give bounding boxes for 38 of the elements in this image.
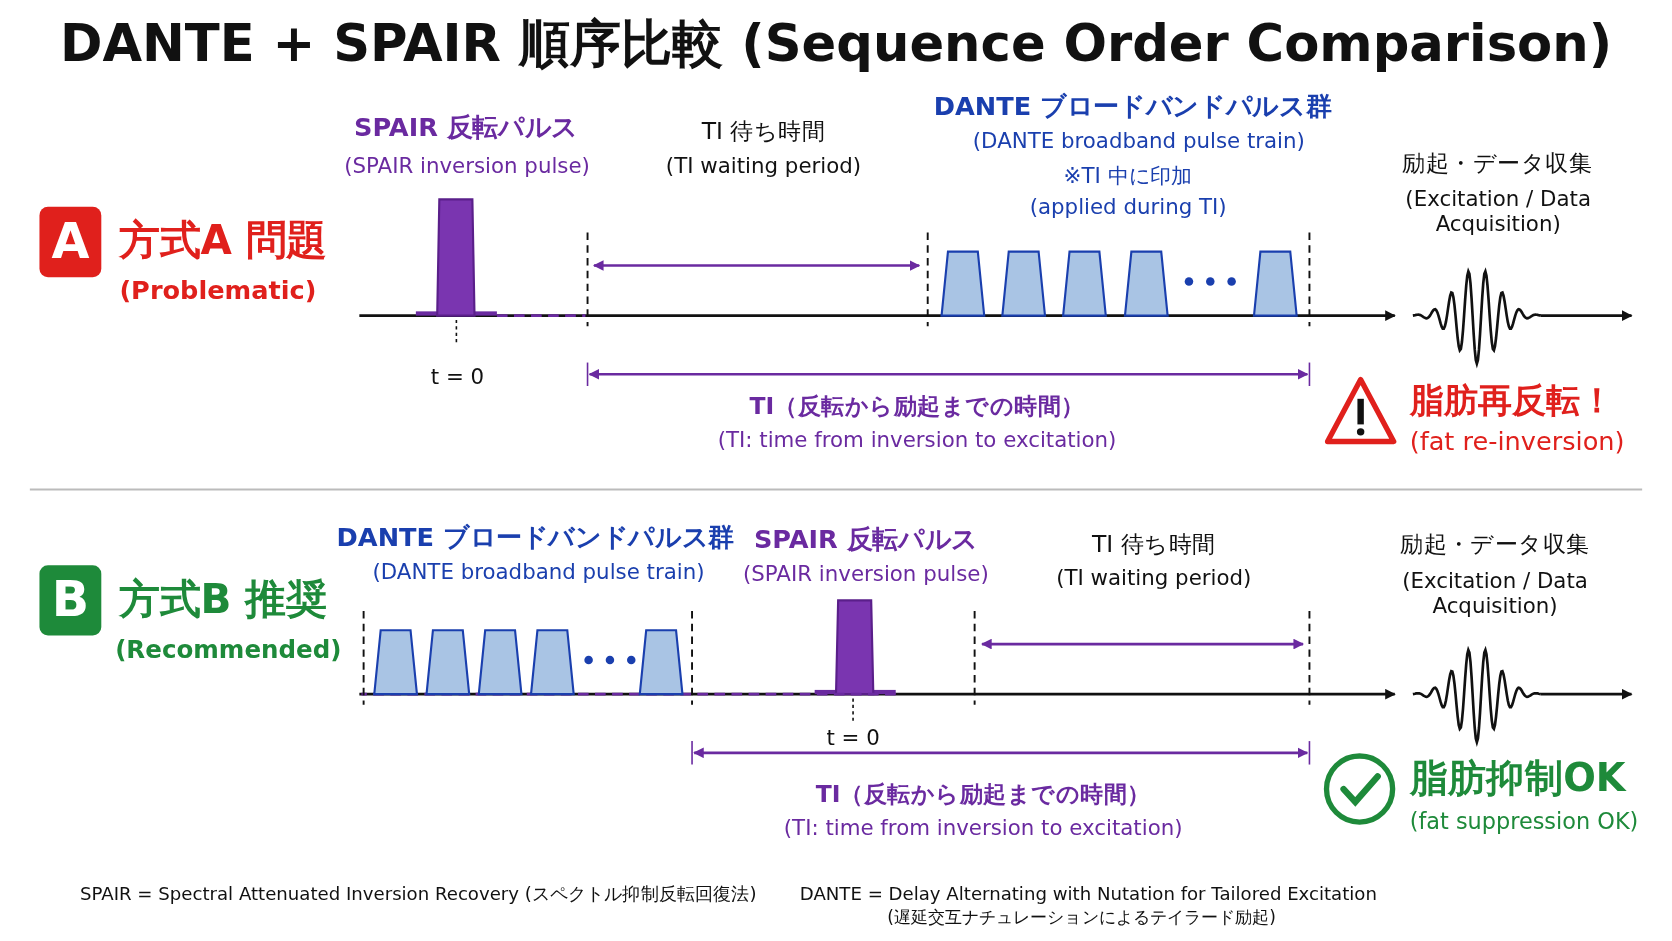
annotation-text: (Excitation / Data Acquisition) bbox=[1401, 567, 1589, 619]
annotation-text: (TI waiting period) bbox=[1056, 565, 1252, 591]
annotation-text: (TI: time from inversion to excitation) bbox=[717, 426, 1117, 453]
time-label: t = 0 bbox=[430, 363, 485, 390]
title: DANTE + SPAIR 順序比較 (Sequence Order Comparison) bbox=[59, 12, 1613, 75]
method-heading: 方式B 推奨 bbox=[119, 575, 327, 625]
annotation-text: (TI waiting period) bbox=[665, 152, 862, 179]
annotation-text: TI（反転から励起までの時間） bbox=[815, 780, 1151, 809]
time-label: t = 0 bbox=[826, 725, 880, 751]
result-text: 脂肪再反転！ bbox=[1409, 379, 1615, 421]
annotation-text: (fat re-inversion) bbox=[1409, 426, 1625, 458]
footnote: SPAIR = Spectral Attenuated Inversion Recovery (スペクトル抑制反転回復法) bbox=[79, 882, 757, 905]
letter-badge: B bbox=[39, 565, 102, 636]
annotation-text: (Recommended) bbox=[115, 635, 342, 665]
annotation-text: (applied during TI) bbox=[1029, 194, 1227, 220]
annotation-text: TI 待ち時間 bbox=[1091, 531, 1216, 560]
annotation-text: DANTE ブロードバンドパルス群 bbox=[933, 91, 1332, 123]
annotation-text: (SPAIR inversion pulse) bbox=[743, 560, 989, 587]
annotation-text: 励起・データ収集 bbox=[1402, 149, 1593, 178]
annotation-text: (DANTE broadband pulse train) bbox=[972, 127, 1305, 154]
annotation-text: TI 待ち時間 bbox=[701, 117, 826, 146]
annotation-text: 励起・データ収集 bbox=[1400, 531, 1590, 560]
annotation-text: TI（反転から励起までの時間） bbox=[749, 392, 1085, 421]
annotation-text: (fat suppression OK) bbox=[1409, 808, 1639, 836]
result-text: 脂肪抑制OK bbox=[1409, 755, 1626, 801]
annotation-text: (Problematic) bbox=[119, 275, 317, 306]
annotation-text: (TI: time from inversion to excitation) bbox=[783, 814, 1183, 841]
letter-badge: A bbox=[39, 206, 102, 278]
footnote: DANTE = Delay Alternating with Nutation for Tailored Excitation bbox=[799, 882, 1377, 905]
annotation-text: (Excitation / Data Acquisition) bbox=[1404, 185, 1592, 237]
annotation-text: (SPAIR inversion pulse) bbox=[344, 152, 590, 179]
annotation-text: SPAIR 反転パルス bbox=[354, 113, 578, 144]
annotation-text: DANTE ブロードバンドパルス群 bbox=[336, 522, 734, 554]
annotation-text: (DANTE broadband pulse train) bbox=[372, 558, 705, 585]
annotation-text: SPAIR 反転パルス bbox=[753, 524, 978, 556]
annotation-text: ※TI 中に印加 bbox=[1063, 163, 1193, 189]
footnote: (遅延交互ナチュレーションによるテイラード励起) bbox=[887, 907, 1276, 928]
method-heading: 方式A 問題 bbox=[119, 216, 327, 266]
